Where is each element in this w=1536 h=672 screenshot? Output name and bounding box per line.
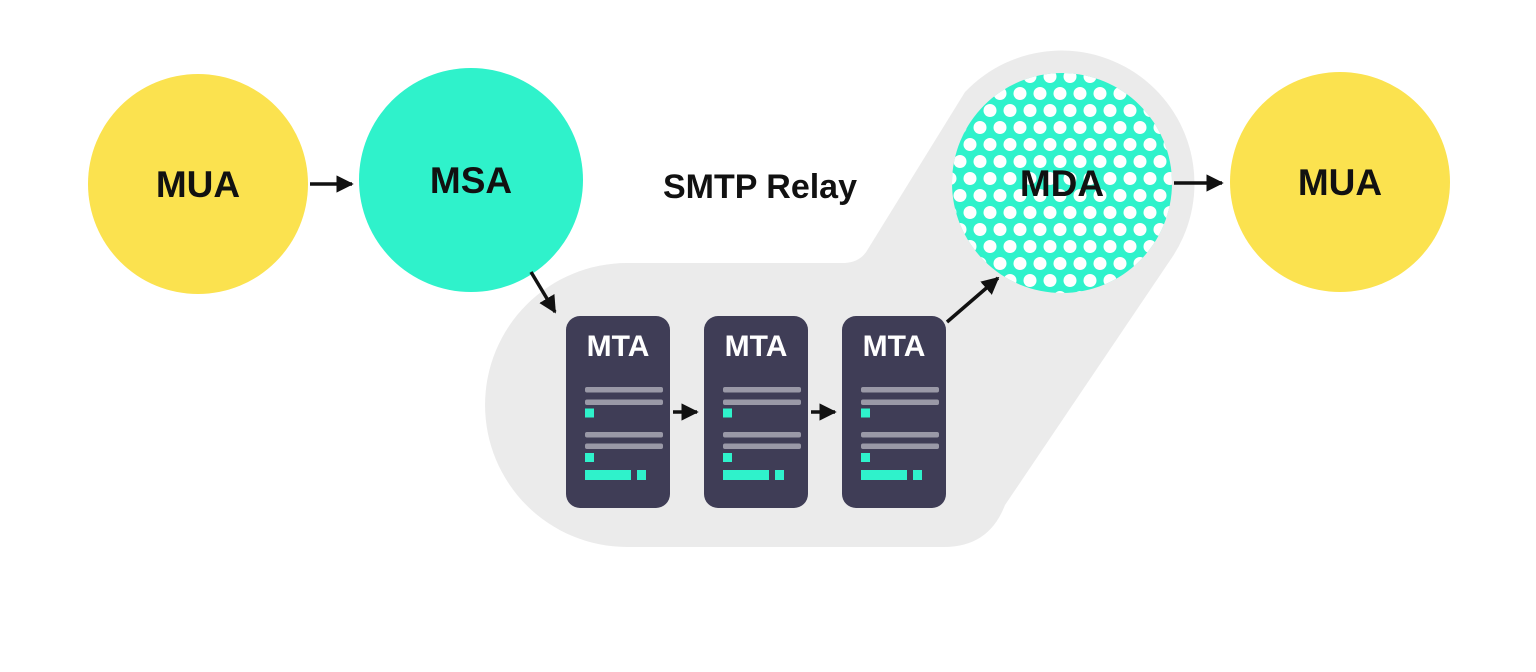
mua-sender-label: MUA [156,164,240,205]
node-mua-sender: MUA [88,74,308,294]
mta-1-label: MTA [587,330,650,363]
mta-3-server-detail-lines [861,387,939,480]
mua-receiver-circle [1230,72,1450,292]
mda-dot-pattern [952,73,1172,293]
node-mta-2: MTA [704,316,808,508]
mta-1-server-detail-lines [585,387,663,480]
edge-mta3-to-mda [945,276,1000,324]
node-msa: MSA [359,68,583,292]
smtp-relay-caption: SMTP Relay [663,168,857,206]
mta-3-label: MTA [863,330,926,363]
node-mta-1: MTA [566,316,670,508]
node-mta-3: MTA [842,316,946,508]
edge-msa-to-mta1 [529,271,557,314]
node-mua-receiver: MUA [1230,72,1450,292]
mta-2-label: MTA [725,330,788,363]
node-mda: MDA [952,73,1172,293]
mua-sender-circle [88,74,308,294]
mua-receiver-label: MUA [1298,162,1382,203]
msa-label: MSA [430,160,512,201]
mda-label: MDA [1020,163,1104,204]
mta-2-server-detail-lines [723,387,801,480]
msa-circle [359,68,583,292]
